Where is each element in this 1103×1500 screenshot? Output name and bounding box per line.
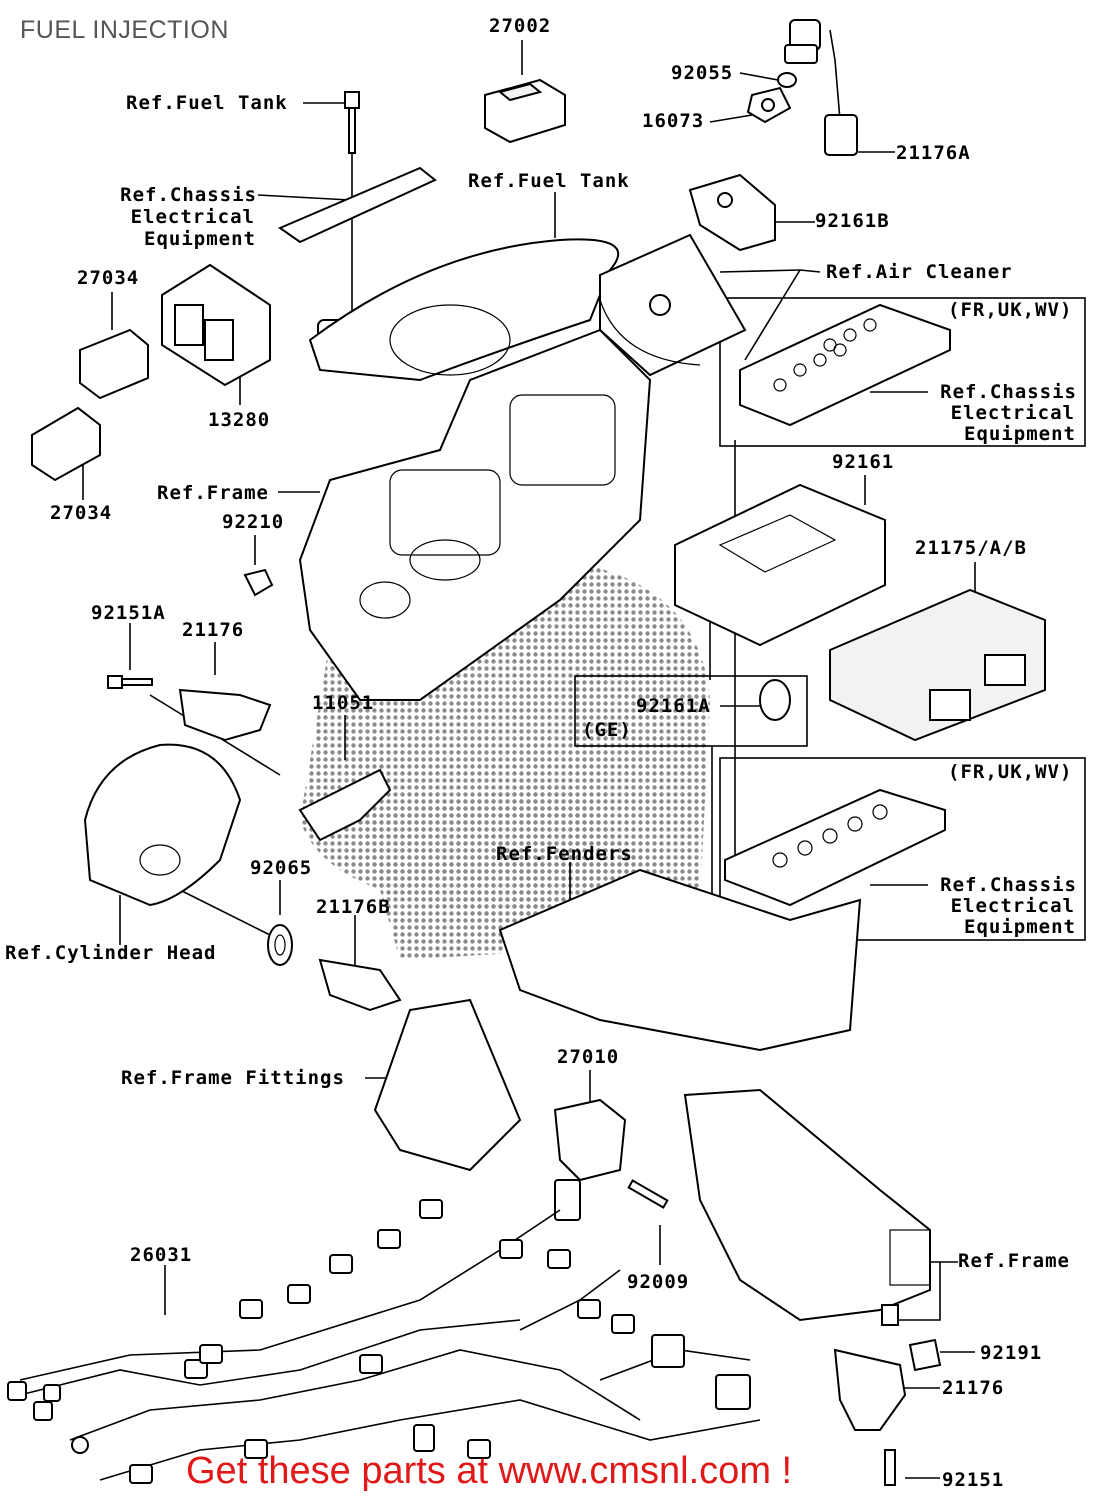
- part-92009-screw: [627, 1179, 669, 1209]
- ref-label-frame-fittings: Ref.Frame Fittings: [121, 1067, 345, 1089]
- ref-label-chassis-2-line3: Equipment: [964, 423, 1076, 445]
- part-label-92191: 92191: [980, 1342, 1043, 1364]
- part-27034-relay-b: [31, 406, 101, 482]
- part-label-27034-a: 27034: [77, 267, 140, 289]
- ref-label-frame-2: Ref.Frame: [958, 1250, 1070, 1272]
- part-11051-bracket: [298, 768, 392, 842]
- part-label-92009: 92009: [627, 1271, 690, 1293]
- ref-label-air-cleaner: Ref.Air Cleaner: [826, 261, 1013, 283]
- ref-label-chassis-2-line2: Electrical: [950, 402, 1075, 424]
- region-label-ge: (GE): [582, 719, 632, 741]
- part-92161-ecu-holder: [674, 483, 886, 647]
- part-label-13280: 13280: [208, 409, 271, 431]
- part-label-92161B: 92161B: [815, 210, 890, 232]
- part-label-92055: 92055: [671, 62, 734, 84]
- part-92055-o-ring: [777, 72, 797, 88]
- ref-label-fuel-tank-2: Ref.Fuel Tank: [468, 170, 630, 192]
- part-21176-sensor-a: [178, 688, 272, 742]
- part-27002-relay: [484, 78, 566, 144]
- ref-label-fuel-tank-1: Ref.Fuel Tank: [126, 92, 288, 114]
- part-27010-relay: [553, 1098, 627, 1221]
- part-label-92210: 92210: [222, 511, 285, 533]
- part-21175-ecu: [829, 588, 1046, 742]
- part-92065-washer: [267, 924, 293, 966]
- part-air-cleaner-cover: [599, 233, 747, 377]
- part-21176A-sensor: [784, 19, 858, 156]
- part-label-92065: 92065: [250, 857, 313, 879]
- ref-label-chassis-3-line1: Ref.Chassis: [940, 874, 1077, 896]
- region-label-2: (FR,UK,WV): [948, 761, 1073, 783]
- ref-label-chassis-3-line3: Equipment: [964, 916, 1076, 938]
- part-92151-bolt: [881, 1304, 899, 1486]
- part-ref-cylinder-head: [83, 743, 242, 907]
- ref-label-chassis-1-line1: Ref.Chassis: [120, 184, 257, 206]
- leader-lines: [82, 40, 1086, 1479]
- part-label-21175: 21175/A/B: [915, 537, 1027, 559]
- part-label-21176B: 21176B: [316, 896, 391, 918]
- part-ref-fenders: [498, 868, 862, 1052]
- part-92210-nut: [243, 568, 274, 597]
- ref-label-chassis-3-line2: Electrical: [950, 895, 1075, 917]
- part-label-27002: 27002: [489, 15, 552, 37]
- part-label-21176A: 21176A: [896, 142, 971, 164]
- part-chassis-tray-2: [724, 788, 946, 907]
- part-label-92161: 92161: [832, 451, 895, 473]
- part-label-92161A: 92161A: [636, 695, 711, 717]
- ref-label-chassis-1-line3: Equipment: [144, 228, 256, 250]
- part-21176-sensor-b: [833, 1348, 907, 1431]
- part-92191-cap: [908, 1338, 942, 1372]
- ref-label-cylinder-head: Ref.Cylinder Head: [5, 942, 217, 964]
- harness-connectors: [7, 1199, 751, 1484]
- part-bolt-ref-fuel-tank: [344, 91, 360, 154]
- part-27034-relay-a: [79, 328, 149, 400]
- part-chassis-tray-1: [739, 303, 951, 427]
- part-ref-frame-airbox: [298, 328, 652, 701]
- part-label-21176-a: 21176: [182, 619, 245, 641]
- ref-label-fenders: Ref.Fenders: [496, 843, 633, 865]
- part-92161A-damper: [759, 679, 791, 721]
- part-label-26031: 26031: [130, 1244, 193, 1266]
- part-92151A-bolt: [107, 675, 153, 689]
- part-label-92151A: 92151A: [91, 602, 166, 624]
- part-label-27034-b: 27034: [50, 502, 113, 524]
- page-title: FUEL INJECTION: [20, 16, 229, 44]
- part-ref-fuel-tank-body: [308, 238, 620, 382]
- part-label-21176-b: 21176: [942, 1377, 1005, 1399]
- part-ref-frame-fittings: [373, 998, 522, 1172]
- ref-label-chassis-2-line1: Ref.Chassis: [940, 381, 1077, 403]
- part-label-92151: 92151: [942, 1469, 1005, 1491]
- ref-label-chassis-1-line2: Electrical: [130, 206, 255, 228]
- part-21176B-sensor: [318, 958, 402, 1012]
- part-label-11051: 11051: [312, 692, 375, 714]
- promo-link[interactable]: Get these parts at www.cmsnl.com !: [186, 1450, 793, 1492]
- region-label-1: (FR,UK,WV): [948, 299, 1073, 321]
- part-label-16073: 16073: [642, 110, 705, 132]
- part-92161B-grommet: [688, 173, 776, 252]
- part-ref-frame-lower: [683, 1088, 931, 1322]
- ref-label-frame-1: Ref.Frame: [157, 482, 269, 504]
- part-13280-relay-bracket: [161, 263, 271, 387]
- part-label-27010: 27010: [557, 1046, 620, 1068]
- part-16073-fitting: [746, 86, 792, 124]
